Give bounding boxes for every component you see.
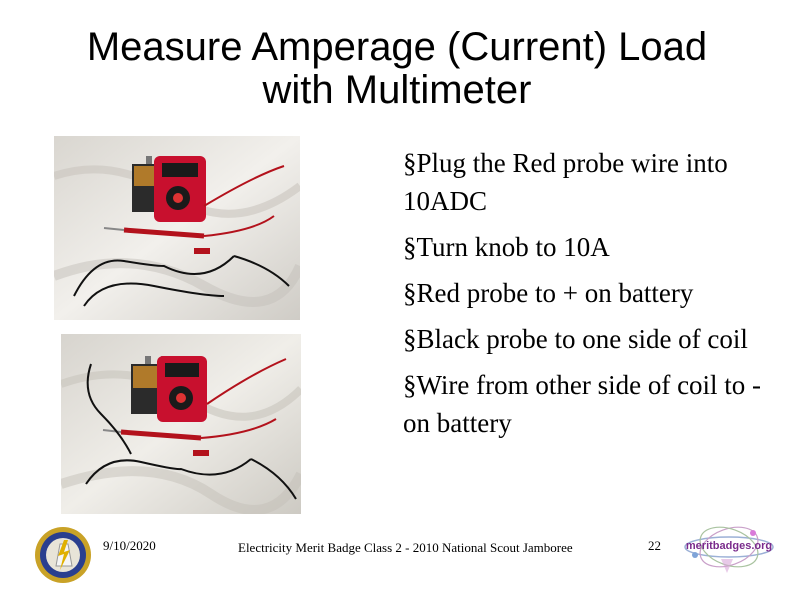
bullet-text: Red probe to + on battery [416,278,694,308]
site-logo-text: meritbadges.org [685,540,773,552]
bullet-text: Plug the Red probe wire into 10ADC [403,148,728,216]
meritbadges-logo-icon: meritbadges.org [681,525,777,577]
bullet-list: §Plug the Red probe wire into 10ADC §Tur… [403,144,773,450]
bullet-text: Turn knob to 10A [416,232,610,262]
bullet-marker: § [403,324,417,354]
slide-title: Measure Amperage (Current) Load with Mul… [0,26,794,112]
bullet-item: §Plug the Red probe wire into 10ADC [403,144,773,220]
bullet-text: Black probe to one side of coil [416,324,748,354]
multimeter-photo-bottom [61,334,301,514]
bullet-item: §Red probe to + on battery [403,274,773,312]
multimeter-photo-top [54,136,300,320]
slide-title-line-1: Measure Amperage (Current) Load [86,25,708,69]
electricity-merit-badge-icon [34,526,92,589]
bullet-text: Wire from other side of coil to - on bat… [403,370,762,438]
bullet-marker: § [403,148,417,178]
bullet-item: §Black probe to one side of coil [403,320,773,358]
slide-number: 22 [648,538,661,553]
slide-title-line-2: with Multimeter [262,68,532,112]
footer-date: 9/10/2020 [103,538,156,553]
bullet-marker: § [403,278,417,308]
footer-title: Electricity Merit Badge Class 2 - 2010 N… [238,540,573,555]
bullet-marker: § [403,370,417,400]
bullet-item: §Wire from other side of coil to - on ba… [403,366,773,442]
bullet-item: §Turn knob to 10A [403,228,773,266]
bullet-marker: § [403,232,417,262]
